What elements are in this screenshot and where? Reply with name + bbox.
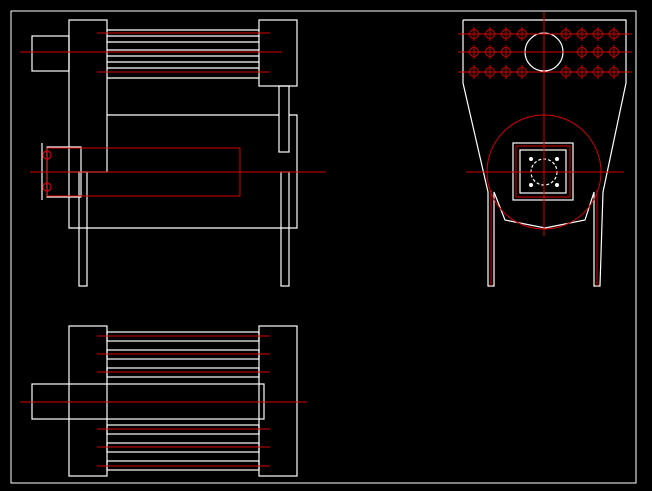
side-view-red <box>458 12 632 286</box>
bolt-hole-group <box>469 27 619 79</box>
front-view-centerlines <box>20 32 326 197</box>
top-view-centerlines <box>20 335 307 467</box>
inlet-hidden-outline <box>46 147 241 197</box>
flange-bolt <box>529 157 533 161</box>
housing-outline <box>462 19 627 287</box>
flange-bolt <box>555 157 559 161</box>
flange-bolts <box>529 157 559 187</box>
left-end-plate-top <box>68 325 108 477</box>
flange-bolt <box>529 183 533 187</box>
right-end-plate-top <box>258 325 298 477</box>
right-end-plate <box>258 19 298 87</box>
frame-outline <box>68 114 298 229</box>
flange-bolt <box>555 183 559 187</box>
right-upper-post <box>278 85 290 153</box>
sheet-border <box>10 10 637 484</box>
